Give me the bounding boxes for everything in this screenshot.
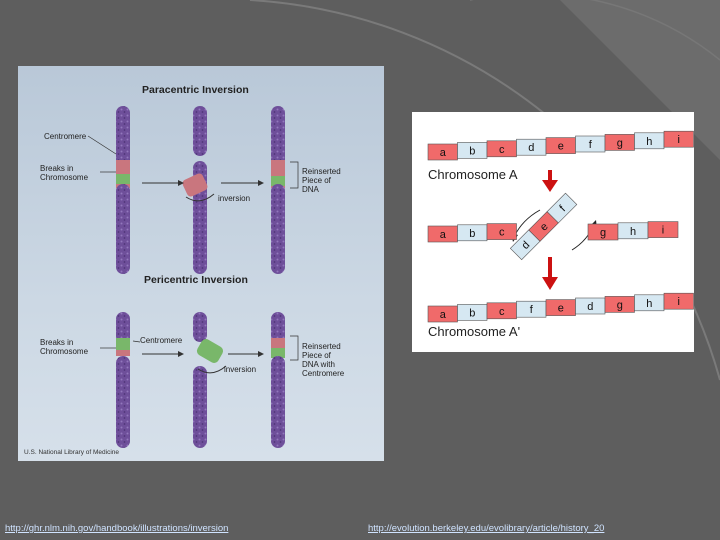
centromere-label-bottom: Centromere [140,336,183,345]
footer-link-nlm[interactable]: http://ghr.nlm.nih.gov/handbook/illustra… [5,523,229,534]
gene-strip-row1: a b c d e f g h i [427,130,694,161]
gene-strip-row2-right: g h i [587,221,679,241]
inversion-illustration-panel: Paracentric Inversion Pericentric Invers… [18,66,384,461]
gene-strip-row3: a b c f e d g h i [427,292,694,323]
gene-letter: h [630,226,636,238]
gene-letter: d [587,301,593,313]
gene-letter: c [499,306,505,318]
gene-letter: g [617,299,623,311]
inversion-label-top: inversion [218,194,251,203]
gene-letter: d [528,142,534,154]
chromosome-a-label: Chromosome A [428,167,518,182]
breaks-label-top: Breaks in Chromosome [40,164,89,182]
gene-box [486,223,517,240]
gene-letter: b [469,228,475,240]
pericentric-title: Pericentric Inversion [144,274,248,286]
gene-box [663,292,694,310]
gene-letter: c [499,144,505,156]
bottom-chromosome-1 [116,312,130,448]
gene-letter: a [440,147,447,159]
rotation-arrow-top [185,193,215,202]
gene-letter: g [600,227,606,239]
breaks-label-bottom: Breaks in Chromosome [40,338,89,356]
gene-letter: h [646,298,652,310]
gene-letter: e [558,141,564,153]
gene-letter: i [662,225,664,237]
gene-letter: i [678,296,680,308]
inverted-segment-top [182,173,208,197]
gene-letter: f [530,304,534,316]
nlm-credit: U.S. National Library of Medicine [24,449,120,456]
gene-letter: e [558,303,564,315]
gene-letter: c [499,227,505,239]
chromosome-a-prime-label: Chromosome A' [428,324,520,339]
rotation-arrow-bottom [197,365,227,374]
reinserted-label-bottom: Reinserted Piece of DNA with Centromere [302,342,345,378]
gene-box [647,221,679,238]
gene-letter: a [440,309,447,321]
gene-letter: b [469,145,475,157]
bottom-chromosome-2 [193,312,224,448]
gene-letter: g [617,137,623,149]
bg-arc-inner [470,0,720,61]
top-chromosome-1 [116,106,130,274]
gene-letter: h [646,136,652,148]
gene-strip-row2-inverted: def [509,192,578,261]
top-chromosome-3 [271,106,285,274]
inversion-label-bottom: inversion [224,365,257,374]
gene-letter: i [678,134,680,146]
gene-letter: b [469,307,475,319]
footer-link-berkeley[interactable]: http://evolution.berkeley.edu/evolibrary… [368,523,605,534]
centromere-label: Centromere [44,132,87,141]
gene-letter: f [557,203,568,214]
reinserted-label-top: Reinserted Piece of DNA [302,167,341,194]
gene-box [663,130,694,148]
chromosome-drawings [87,106,299,448]
bottom-chromosome-3 [271,312,285,448]
top-chromosome-2 [182,106,208,274]
gene-strip-row2-left: a b c [427,223,517,243]
inverted-segment-bottom [196,339,224,363]
gene-box [546,192,578,224]
paracentric-title: Paracentric Inversion [142,84,249,96]
gene-letter: f [589,139,593,151]
gene-letter: a [440,229,447,241]
